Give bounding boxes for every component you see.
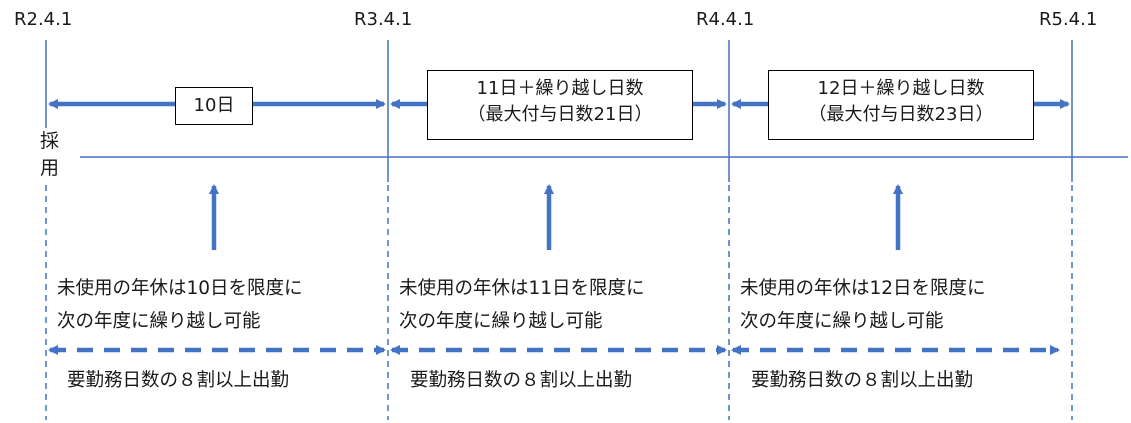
date-label-r2: R2.4.1 (14, 9, 73, 30)
grant-box-3: 12日＋繰り越し日数 （最大付与日数23日） (768, 70, 1034, 140)
attendance-label-2: 要勤務日数の８割以上出勤 (410, 370, 633, 391)
attendance-label-1: 要勤務日数の８割以上出勤 (67, 370, 290, 391)
grant-box-2-line-1: 11日＋繰り越し日数 (476, 78, 644, 99)
rule-text-3-line-1: 未使用の年休は12日を限度に (740, 278, 986, 299)
hire-label-char-1: 採 (40, 130, 60, 152)
rule-text-3-line-2: 次の年度に繰り越し可能 (740, 311, 944, 332)
grant-box-2-line-2: （最大付与日数21日） (467, 104, 653, 125)
rule-text-1: 未使用の年休は10日を限度に 次の年度に繰り越し可能 (57, 272, 303, 338)
grant-box-1-line-1: 10日 (193, 95, 235, 116)
date-label-r4: R4.4.1 (696, 9, 755, 30)
hire-label-char-2: 用 (40, 157, 60, 179)
date-label-r3: R3.4.1 (354, 9, 413, 30)
grant-box-3-line-1: 12日＋繰り越し日数 (817, 78, 985, 99)
rule-text-2-line-1: 未使用の年休は11日を限度に (399, 278, 645, 299)
hire-label: 採 用 (40, 128, 59, 182)
attendance-label-3: 要勤務日数の８割以上出勤 (751, 370, 974, 391)
date-label-r5: R5.4.1 (1039, 9, 1098, 30)
rule-text-1-line-2: 次の年度に繰り越し可能 (57, 311, 261, 332)
rule-text-1-line-1: 未使用の年休は10日を限度に (57, 278, 303, 299)
rule-text-2: 未使用の年休は11日を限度に 次の年度に繰り越し可能 (399, 272, 645, 338)
grant-box-1: 10日 (175, 87, 253, 125)
rule-text-2-line-2: 次の年度に繰り越し可能 (399, 311, 603, 332)
grant-box-3-line-2: （最大付与日数23日） (808, 104, 994, 125)
rule-text-3: 未使用の年休は12日を限度に 次の年度に繰り越し可能 (740, 272, 986, 338)
grant-box-2: 11日＋繰り越し日数 （最大付与日数21日） (427, 70, 693, 140)
